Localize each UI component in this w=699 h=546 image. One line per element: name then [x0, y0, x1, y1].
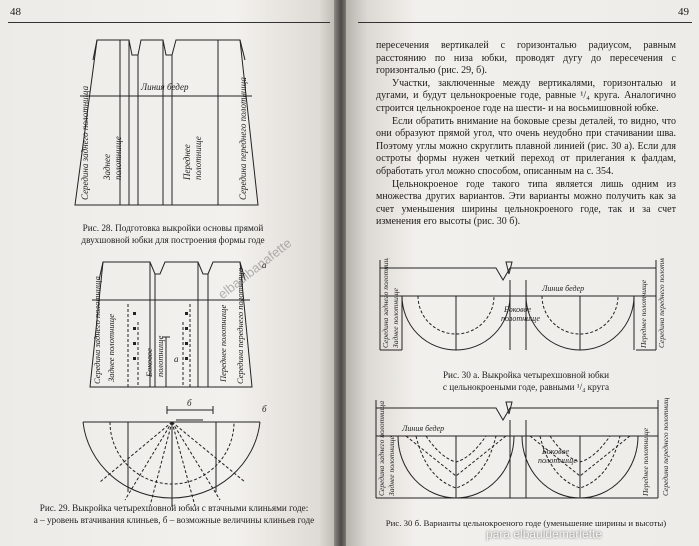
fig28-label-front-center: Середина переднего полотнища [238, 77, 248, 200]
left-page: 48 Линия бедер Середина заднег [0, 0, 336, 546]
paragraph-3: Если обратить внимание на боковые срезы … [376, 115, 676, 177]
fig30b-label-hips: Линия бедер [401, 424, 444, 433]
fig29-label-back-center: Середина заднего полотнища [92, 276, 102, 384]
figure-30a-diagram: Линия бедер Боковое полотнище Середина з… [379, 258, 666, 351]
fig29-mark-b: б [262, 404, 267, 414]
fig30a-caption: Рис. 30 а. Выкройка четырехшовной юбки с… [442, 370, 610, 392]
figure-29-diagram: а б б а Середина заднего полотнища Задне… [82, 260, 267, 507]
page-number-right: 49 [678, 6, 689, 18]
fig29-mark-a: а [262, 260, 267, 270]
page-number-left: 48 [10, 6, 21, 18]
fig30b-label-side-2: полотнище [538, 456, 577, 465]
fig30b-label-side-1: Боковое [541, 447, 570, 456]
fig28-label-front-panel-2: полотнище [193, 136, 203, 180]
fig28-label-front-panel-1: Переднее [182, 144, 192, 181]
fig29-label-back-panel: Заднее полотнище [106, 314, 116, 382]
fig30b-label-back-1: Середина заднего полотнища [377, 401, 386, 496]
body-text: пересечения вертикалей с горизонталью ра… [376, 40, 676, 229]
fig30a-label-back-1: Середина заднего полотнища [381, 258, 390, 348]
fig29-letter-b: б [187, 398, 192, 408]
fig29-label-front-panel: Переднее полотнище [218, 305, 228, 383]
fig29-label-front-center: Середина переднего полотнища [235, 268, 245, 384]
fig30b-label-front-2: Середина переднего полотнища [661, 398, 670, 496]
fig29-letter-a: а [174, 354, 179, 364]
fig28-label-hips: Линия бедер [140, 82, 189, 92]
fig30a-label-front-2: Середина переднего полотнища [657, 258, 666, 348]
fig29-caption: Рис. 29. Выкройка четырехшовной юбки с в… [33, 503, 315, 525]
fig30a-label-side-2: полотнище [501, 314, 540, 323]
fig29-label-side-1: Боковое [144, 348, 154, 378]
book-gutter [334, 0, 348, 546]
fig30a-label-side-1: Боковое [503, 305, 532, 314]
watermark-bottom: para elbauldemarlette [486, 527, 603, 541]
fig30b-caption: Рис. 30 б. Варианты цельнокроеного годе … [385, 518, 667, 528]
right-page: 49 пересечения вертикалей с горизонталью… [346, 0, 699, 546]
header-rule-left [8, 22, 330, 23]
fig28-label-back-panel-2: полотнище [113, 136, 123, 180]
header-rule-right [358, 22, 692, 23]
fig28-label-back-center: Середина заднего полотнища [80, 85, 90, 200]
fig30b-label-front-1: Переднее полотнище [641, 427, 650, 497]
paragraph-1: пересечения вертикалей с горизонталью ра… [376, 40, 676, 77]
paragraph-2: Участки, заключенные между вертикалями, … [376, 77, 676, 114]
fig30a-label-front-1: Переднее полотнище [639, 279, 648, 349]
figure-30b-diagram: Линия бедер Боковое полотнище Середина з… [375, 398, 670, 499]
fig30a-label-hips: Линия бедер [541, 284, 584, 293]
fig28-label-back-panel-1: Заднее [102, 154, 112, 180]
figure-28-diagram: Линия бедер Середина заднего полотнища З… [74, 39, 259, 206]
fig29-label-side-2: полотнище [155, 335, 165, 377]
fig30a-label-back-2: Заднее полотнище [391, 287, 400, 348]
paragraph-4: Цельнокроеное годе такого типа является … [376, 178, 676, 228]
fig30b-label-back-2: Заднее полотнище [387, 435, 396, 496]
fig28-caption: Рис. 28. Подготовка выкройки основы прям… [81, 223, 265, 245]
